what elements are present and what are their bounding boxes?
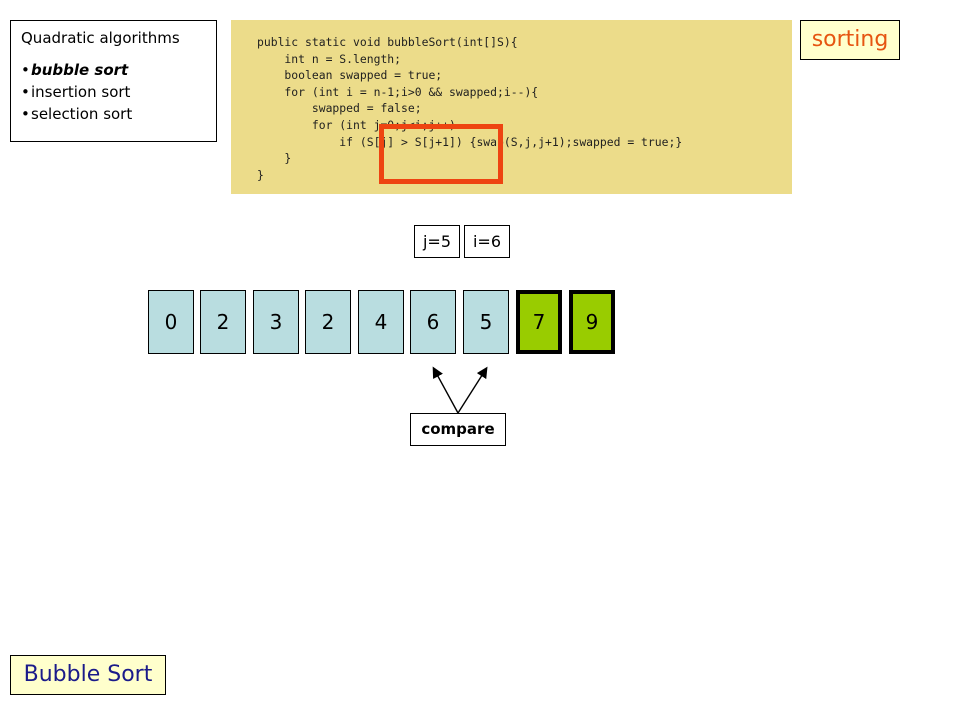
- array-cell-sorted: 7: [516, 290, 562, 354]
- compare-label: compare: [410, 413, 506, 446]
- array-cell: 2: [305, 290, 351, 354]
- list-item: •bubble sort: [21, 61, 129, 79]
- code-block: public static void bubbleSort(int[]S){ i…: [257, 34, 792, 183]
- var-j-box: j=5: [414, 225, 460, 258]
- code-line: boolean swapped = true;: [257, 68, 443, 83]
- array-cell: 5: [463, 290, 509, 354]
- list-item: •insertion sort: [21, 83, 131, 101]
- code-line: if (S[j] > S[j+1]) {swap(S,j,j+1);swappe…: [257, 134, 683, 149]
- slide-title: Bubble Sort: [10, 655, 166, 695]
- code-line: for (int i = n-1;i>0 && swapped;i--){: [257, 84, 539, 99]
- algorithms-heading: Quadratic algorithms: [21, 29, 180, 47]
- array-cell: 4: [358, 290, 404, 354]
- algorithms-list: •bubble sort •insertion sort •selection …: [21, 59, 206, 125]
- bullet-icon: •: [21, 83, 30, 101]
- array-cell-sorted: 9: [569, 290, 615, 354]
- bullet-icon: •: [21, 61, 30, 79]
- code-line: }: [257, 167, 264, 182]
- code-highlight-box: [379, 124, 503, 184]
- bullet-icon: •: [21, 105, 30, 123]
- arrow-right-icon: [457, 366, 488, 414]
- arrow-left-icon: [432, 366, 459, 414]
- array-cell: 2: [200, 290, 246, 354]
- code-line: public static void bubbleSort(int[]S){: [257, 35, 518, 49]
- code-panel: public static void bubbleSort(int[]S){ i…: [231, 20, 792, 194]
- algorithms-panel: Quadratic algorithms •bubble sort •inser…: [10, 20, 217, 142]
- array-cell: 6: [410, 290, 456, 354]
- code-line: int n = S.length;: [257, 51, 402, 66]
- array-cell: 0: [148, 290, 194, 354]
- list-item: •selection sort: [21, 105, 133, 123]
- code-line: swapped = false;: [257, 101, 422, 116]
- topic-label: sorting: [800, 20, 900, 60]
- array-cell: 3: [253, 290, 299, 354]
- var-i-box: i=6: [464, 225, 510, 258]
- code-line: }: [257, 151, 292, 166]
- compare-arrows: [432, 366, 488, 414]
